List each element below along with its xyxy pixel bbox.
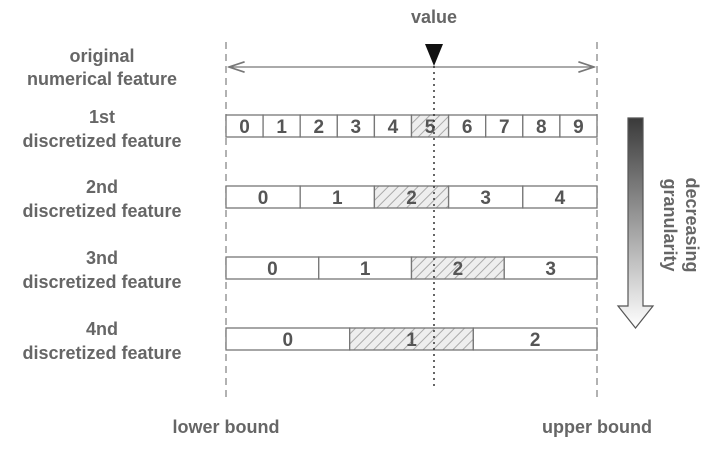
bin-label: 7: [499, 117, 510, 138]
bin-label: 1: [332, 188, 343, 209]
bin-label: 2: [453, 259, 464, 280]
bin-label: 0: [283, 330, 294, 351]
upper-bound-label: upper bound: [542, 417, 652, 437]
bin-label: 0: [258, 188, 269, 209]
bin-cell: [503, 256, 598, 280]
bin-label: 8: [536, 117, 547, 138]
row-label-line1: 2nd: [86, 177, 118, 197]
bin-cell: [559, 114, 598, 138]
bin-cell: [472, 327, 598, 351]
lower-bound-label: lower bound: [173, 417, 280, 437]
feature-2nd-bins: 0 1 2 3 4: [225, 185, 598, 209]
row-label-line1: 4nd: [86, 319, 118, 339]
value-label: value: [411, 7, 457, 27]
feature-1st-bins: 0 1 2 3 4 5 6 7 8 9: [225, 114, 598, 138]
arrow-label-line1: decreasing: [682, 177, 702, 272]
row-label-line2: discretized feature: [22, 343, 181, 363]
bin-label: 1: [360, 259, 371, 280]
value-marker-triangle: [425, 44, 443, 66]
bin-label: 0: [239, 117, 250, 138]
row-label-4nd: 4nd discretized feature: [22, 319, 181, 363]
bin-label: 6: [462, 117, 473, 138]
row-label-1st: 1st discretized feature: [22, 107, 181, 151]
row-label-line2: discretized feature: [22, 201, 181, 221]
arrow-label-line2: granularity: [660, 178, 680, 271]
row-label-line2: discretized feature: [22, 131, 181, 151]
bin-label: 4: [388, 117, 399, 138]
bin-label: 2: [313, 117, 324, 138]
row-label-line1: 1st: [89, 107, 115, 127]
row-label-3nd: 3nd discretized feature: [22, 248, 181, 292]
bin-label: 0: [267, 259, 278, 280]
bin-label: 2: [406, 188, 417, 209]
feature-3nd-bins: 0 1 2 3: [225, 256, 598, 280]
row-label-line2: numerical feature: [27, 69, 177, 89]
bin-label: 5: [425, 117, 436, 138]
row-label-original: original numerical feature: [27, 46, 177, 89]
bin-label: 3: [351, 117, 362, 138]
bin-label: 1: [276, 117, 287, 138]
bin-label: 9: [573, 117, 584, 138]
bin-label: 3: [480, 188, 491, 209]
feature-4nd-bins: 0 1 2: [225, 327, 598, 351]
bin-label: 1: [406, 330, 417, 351]
row-label-2nd: 2nd discretized feature: [22, 177, 181, 221]
bin-label: 4: [555, 188, 566, 209]
row-label-line1: 3nd: [86, 248, 118, 268]
row-label-line2: discretized feature: [22, 272, 181, 292]
row-label-line1: original: [69, 46, 134, 66]
bin-cell: [522, 185, 598, 209]
bin-label: 2: [530, 330, 541, 351]
decreasing-granularity-arrow: [616, 117, 655, 329]
bin-label: 3: [545, 259, 556, 280]
